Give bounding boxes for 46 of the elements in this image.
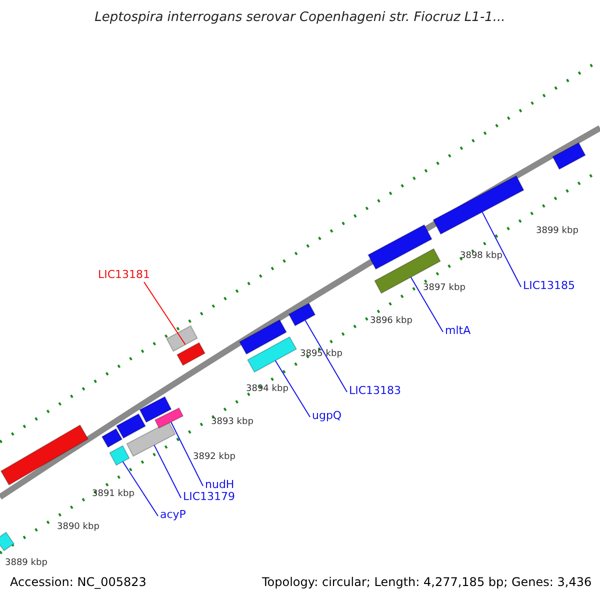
gene-bar (288, 302, 316, 326)
scale-label: 3896 kbp (370, 316, 412, 327)
gene-label: acyP (160, 508, 186, 522)
accession-text: Accession: NC_005823 (10, 575, 146, 590)
scale-label: 3899 kbp (536, 226, 578, 237)
scale-label: 3897 kbp (423, 283, 466, 294)
scale-label: 3890 kbp (57, 522, 100, 533)
gene-bar (139, 396, 172, 423)
gene-bar (109, 445, 130, 466)
gene-bar (368, 224, 432, 270)
gene-label: LIC13185 (523, 279, 576, 292)
genome-stats-text: Topology: circular; Length: 4,277,185 bp; Genes: 3,436 (262, 575, 592, 590)
gene-label: LIC13181 (98, 268, 150, 282)
gene-bar (552, 142, 586, 170)
leader-line (144, 282, 186, 346)
gene-bar (116, 413, 146, 439)
gene-bar (238, 319, 288, 355)
gene-label: LIC13179 (183, 490, 236, 504)
gene-label: mltA (445, 324, 471, 338)
gene-bar (0, 424, 89, 486)
leader-line (154, 444, 182, 498)
leader-line (170, 422, 204, 486)
leader-line (274, 360, 310, 418)
scale-label: 3892 kbp (193, 452, 236, 463)
gene-label: LIC13183 (349, 384, 402, 398)
scale-label: 3895 kbp (300, 349, 342, 360)
gene-bar (101, 428, 123, 448)
gene-bar (176, 342, 206, 366)
scale-label: 3891 kbp (92, 489, 134, 500)
title: Leptospira interrogans serovar Copenhageni str. Fiocruz L1-1... (94, 10, 506, 26)
gene-bar (166, 325, 198, 352)
leader-line (122, 461, 158, 516)
gene-bar (126, 421, 176, 457)
scale-label: 3889 kbp (5, 558, 48, 569)
gene-bar (154, 407, 184, 429)
scale-label: 3893 kbp (211, 417, 254, 428)
gene-label: nudH (205, 478, 234, 492)
gene-label: ugpQ (312, 409, 342, 422)
leader-line (482, 212, 522, 288)
gene-bar (0, 532, 15, 552)
leader-line (410, 276, 444, 332)
leader-line (304, 320, 348, 392)
scale-label: 3894 kbp (246, 384, 288, 395)
scale-label: 3898 kbp (460, 251, 502, 262)
gene-bar (432, 175, 524, 235)
gene-bar (246, 336, 298, 373)
